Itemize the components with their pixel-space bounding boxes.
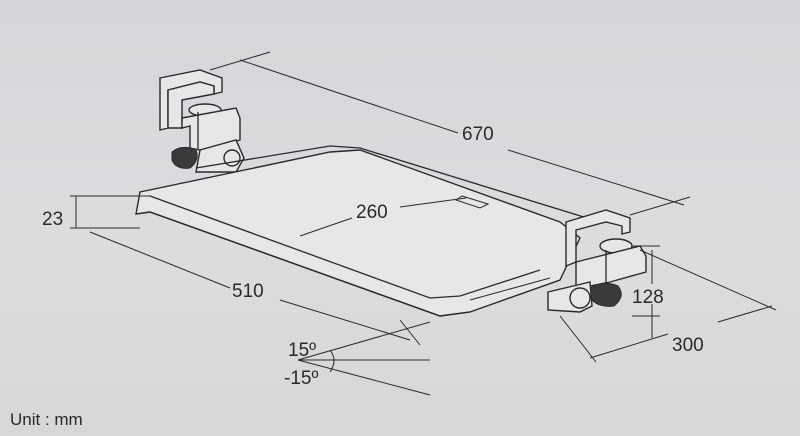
- dim-260-label: 260: [356, 202, 388, 223]
- dimension-128: 128: [632, 245, 664, 338]
- dim-23-label: 23: [42, 209, 63, 230]
- dim-670-label: 670: [462, 124, 494, 145]
- tilt-up-label: 15º: [288, 340, 316, 361]
- dim-300-label: 300: [672, 335, 704, 356]
- tilt-down-label: -15º: [284, 368, 318, 389]
- dimension-300: 300: [559, 249, 777, 363]
- dimension-260: 260: [299, 197, 467, 237]
- dimension-510: 510: [89, 231, 421, 346]
- dimension-23: 23: [42, 195, 150, 230]
- dimension-tilt: 15º -15º: [284, 321, 431, 396]
- dim-128-label: 128: [632, 287, 664, 308]
- dim-510-label: 510: [232, 281, 264, 302]
- unit-label: Unit : mm: [10, 410, 83, 429]
- left-clamp: [159, 69, 245, 173]
- keyboard-tray: [135, 149, 581, 317]
- right-clamp: [547, 209, 647, 313]
- dimension-670: 670: [209, 51, 691, 216]
